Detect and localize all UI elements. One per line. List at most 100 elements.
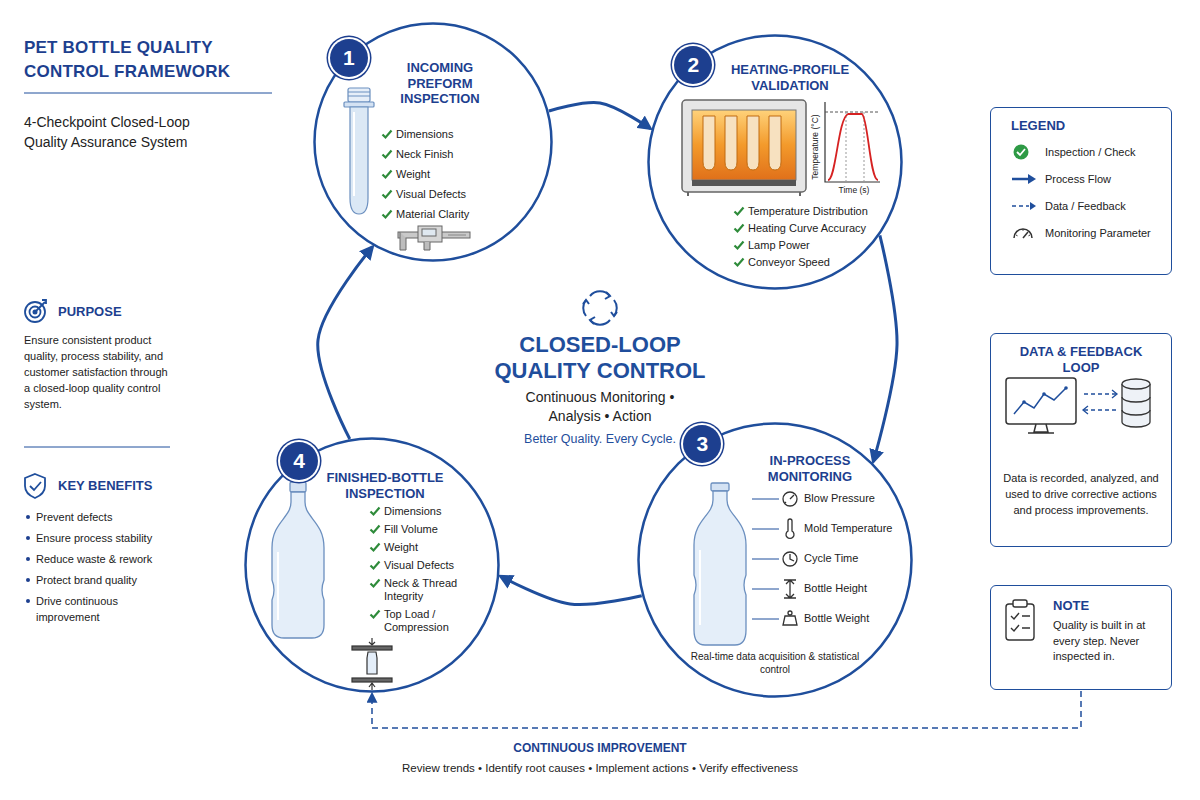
box-heading: DATA & FEEDBACK LOOP [1001,344,1161,375]
legend-sample [1011,170,1037,188]
illustration-space [1001,375,1161,467]
bottle-illustration [272,492,324,638]
legend-sample [1012,205,1029,207]
legend-sample [1011,197,1037,215]
leader-line [752,559,779,560]
checkpoint-note: Real-time data acquisition & statistical… [690,650,860,676]
circle-outline [639,424,912,697]
legend-sample [1014,229,1032,238]
legend-sample [1014,144,1029,159]
check-item: Weight [396,168,521,181]
check-mark [371,544,380,551]
preform-illustration [344,102,374,107]
flow-arrow [318,247,373,439]
bullet-dot [26,599,30,603]
oven-illustration [692,180,796,186]
caliper-illustration [424,242,430,250]
database-icon [1122,397,1150,415]
item-text: Neck Finish [396,148,453,160]
legend-sample [1012,177,1030,180]
feedback-arrows [1084,409,1116,410]
axis-label: Time (s) [825,185,883,195]
monitor-illustration [1022,400,1026,404]
check-item: Conveyor Speed [748,256,893,269]
caliper-illustration [418,226,442,242]
parameter-icon [783,552,797,566]
check-item: Blow Pressure [804,492,904,505]
item-text: Mold Temperature [804,522,892,534]
heating-curve-chart [825,102,880,182]
legend-item: Monitoring Parameter [1011,224,1159,242]
benefit-item: Reduce waste & rework [36,552,161,568]
clipboard-icon [1006,600,1034,640]
compression-test-icon [352,646,392,650]
circle-outline [315,24,552,261]
checkpoint-title: FINISHED-BOTTLE INSPECTION [320,470,450,501]
compression-test-icon [369,683,375,690]
checkpoint-circle: 2HEATING-PROFILE VALIDATIONTemperature D… [647,34,903,290]
item-text: Visual Defects [396,188,466,200]
separator-line [24,93,272,447]
check-mark [383,211,392,218]
parameter-icon [784,580,796,598]
checkpoint-title: IN-PROCESS MONITORING [750,453,870,484]
check-item: Cycle Time [804,552,904,565]
leader-line [752,589,779,590]
check-mark [383,151,392,158]
item-text: Material Clarity [396,208,469,220]
callout-number: 2 [674,46,712,84]
legend-sample [1028,174,1036,184]
item-text: Heating Curve Accuracy [748,222,866,234]
callout-number: 4 [280,442,318,480]
improvement-steps: Review trends • Identify root causes • I… [250,762,950,774]
check-mark [735,242,744,249]
item-text: Visual Defects [384,559,454,571]
item-text: Temperature Distribution [748,205,868,217]
check-item: Neck Finish [396,148,521,161]
legend-text: Data / Feedback [1045,200,1126,212]
shield-icon [25,474,45,498]
check-mark [383,191,392,198]
parameter-icon [785,495,794,503]
circle-outline [649,36,902,289]
check-item: Visual Defects [384,559,479,572]
oven-illustration [688,192,800,196]
check-mark [371,611,380,618]
legend-item: Process Flow [1011,170,1159,188]
checkpoint-circle: 4FINISHED-BOTTLE INSPECTION DimensionsFil… [244,437,500,693]
flow-arrow [549,103,650,129]
monitor-illustration [1006,378,1076,433]
center-title: CLOSED-LOOP QUALITY CONTROL [490,332,710,385]
legend-text: Process Flow [1045,173,1111,185]
item-text: Top Load / Compression [384,608,449,633]
check-mark [383,171,392,178]
loop-icon [583,291,617,324]
item-text: Weight [384,541,418,553]
callout-number: 1 [330,39,368,77]
legend-sample [1014,229,1032,238]
preform-illustration [348,92,370,96]
check-item: Bottle Height [804,582,904,595]
monitor-illustration [1014,388,1066,414]
item-text: Fill Volume [384,523,438,535]
item-text: Cycle Time [804,552,858,564]
check-mark [733,256,745,268]
bottle-illustration [277,552,279,620]
item-text: Dimensions [384,505,441,517]
heating-curve-chart [828,114,878,180]
box-body: Quality is built in at every step. Never… [1053,618,1161,666]
check-item: Mold Temperature [804,522,904,535]
check-mark [369,505,381,517]
check-mark [369,577,381,589]
bottle-illustration [694,491,746,645]
oven-illustration [682,100,806,196]
legend-sample [1012,174,1036,184]
check-mark [369,559,381,571]
bullet-dot [26,578,30,582]
check-mark [735,225,744,232]
flow-arrow [873,235,897,461]
box-heading: NOTE [1053,598,1161,614]
parameter-icon [788,611,792,615]
loop-icon [605,292,610,299]
item-text: Bottle Weight [804,612,869,624]
